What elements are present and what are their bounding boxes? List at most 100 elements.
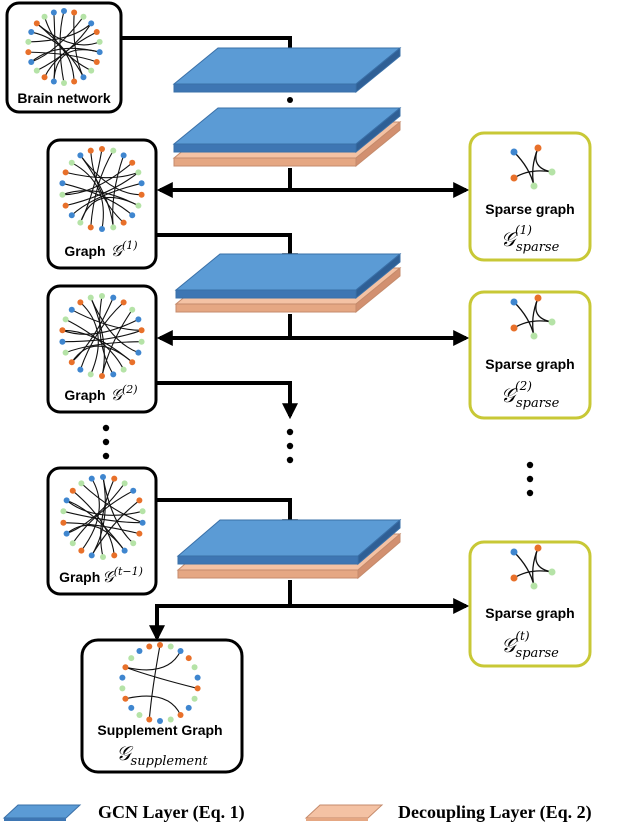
graph-node [136,530,143,537]
graph-node [510,324,518,332]
graph-node [33,67,40,74]
graph-node [136,648,143,655]
graph-node [120,299,127,306]
sparse-graph-t-icon [510,544,556,590]
graph-node [88,475,95,482]
graph-node [146,716,153,723]
graph-node [62,169,69,176]
graph-node [68,159,75,166]
sparse-graph-2-symbol: 𝒢(2)sparse [501,379,560,411]
ellipsis-left-vertical [102,424,110,460]
graph-edge [71,162,104,230]
graph-node [120,219,127,226]
graph-node [510,148,518,156]
graph-node [129,306,136,313]
graph-edge [66,499,143,516]
graph-node [110,294,117,301]
graph-node [135,349,142,356]
supplement-graph-icon [119,642,201,724]
graph-edge [100,478,115,558]
graph-node [87,224,94,231]
graph-node [128,704,135,711]
layer-stack-0 [172,46,402,94]
graph-node [59,338,66,345]
graph-node [110,147,117,154]
graph-node [510,298,518,306]
graph-node [530,582,538,590]
graph-node [87,147,94,154]
graph-node [111,475,118,482]
arrow-to-supplement [149,604,290,642]
layer-stack-1 [172,106,402,168]
graph-node [194,685,201,692]
graph-node [88,67,95,74]
sparse-graph-t-label: Sparse graph [485,605,574,621]
graph-node [138,191,145,198]
graph-node [128,655,135,662]
legend-decoupling-label: Decoupling Layer (Eq. 2) [398,802,592,823]
graph-edge [66,483,126,535]
graph-node [61,8,67,14]
graph-node [78,547,85,554]
graph-node [59,191,66,198]
graph-node [534,144,542,152]
graph-node [139,508,146,515]
graph-node [50,9,57,16]
graph-node [130,487,137,494]
graph-node [25,49,32,56]
graph-node [68,359,75,366]
graph-node [100,554,106,560]
graph-node [59,180,66,187]
graph-node [99,226,105,232]
graph-edge [65,171,139,179]
sparse-graph-1-icon [510,144,556,190]
graph-edge [31,16,84,63]
graph-node [530,332,538,340]
graph-node [62,316,69,323]
graph-node [121,547,128,554]
graph-node [88,20,95,27]
legend: GCN Layer (Eq. 1) Decoupling Layer (Eq. … [2,802,592,823]
graph-edge [90,297,105,377]
graph-node [99,373,105,379]
graph-t1-graph-icon [60,474,146,560]
graph-node [110,371,117,378]
graph-node [60,519,67,526]
supplement-graph-box: Supplement Graph 𝒢supplement [80,638,244,774]
graph-edge [28,23,92,43]
graph-node [71,78,78,85]
graph-edge [63,510,143,524]
brain-network-graph-icon [25,8,103,86]
graph-edge [62,190,139,207]
sparse-graph-1-symbol: 𝒢(1)sparse [501,223,560,255]
graph-node [110,224,117,231]
graph-node [68,306,75,313]
graph-node [68,212,75,219]
graph-edge [65,171,139,207]
graph-node [100,474,106,480]
graph-node [136,711,143,718]
graph-edge [91,476,106,556]
graph-edge [62,162,133,196]
legend-gcn-swatch [2,804,82,821]
brain-network-label: Brain network [17,90,111,106]
graph-edge [79,301,99,375]
graph-node [41,13,48,20]
graph-node [77,152,84,159]
graph-edge [148,644,161,720]
graph-node [129,212,136,219]
graph-node [119,685,126,692]
graph-edge [80,482,143,524]
graph-node [185,704,192,711]
graph-node [185,655,192,662]
graph-edge [79,155,114,228]
graph-node [77,366,84,373]
graph-2-graph-icon [59,293,145,379]
graph-node [41,74,48,81]
graph-node [129,359,136,366]
graph-node [93,58,100,65]
graph-edge [36,23,92,72]
graph-edge [36,23,84,78]
legend-decoupling-swatch [304,804,384,821]
